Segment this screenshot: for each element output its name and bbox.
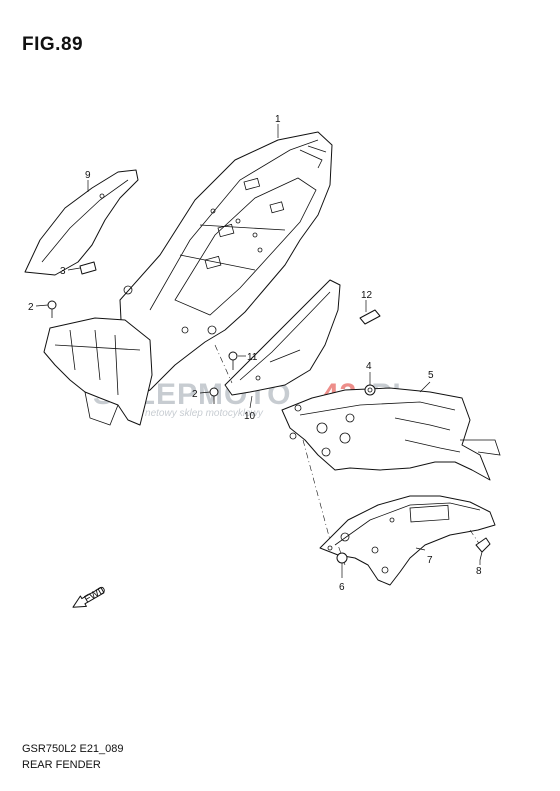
- callout-6: 6: [339, 582, 345, 593]
- callout-3: 3: [60, 266, 66, 277]
- part-2-screw-left: [47, 300, 57, 310]
- fwd-label: FWD: [83, 584, 108, 605]
- callout-labels: 1 9 3 2 2 11 4 12 5 7 6 8 10: [28, 114, 482, 593]
- callout-5: 5: [428, 370, 434, 381]
- callout-2-left: 2: [28, 302, 34, 313]
- callout-9: 9: [85, 170, 91, 181]
- callout-11: 11: [247, 352, 258, 363]
- small-parts: [47, 261, 491, 564]
- callout-7: 7: [427, 555, 433, 566]
- part-8-clip: [475, 537, 491, 553]
- fwd-direction-arrow: FWD: [72, 584, 108, 608]
- callout-1: 1: [275, 114, 281, 125]
- callout-8: 8: [476, 566, 482, 577]
- part-6-grommet: [336, 552, 348, 564]
- watermark-tagline: Internetowy sklep motocyklowy: [125, 408, 264, 419]
- model-code: GSR750L2 E21_089: [22, 743, 124, 755]
- part-2-screw-right: [209, 387, 219, 397]
- part-left-side-cover: [24, 169, 139, 276]
- figure-title: FIG.89: [22, 34, 84, 55]
- callout-4: 4: [366, 361, 372, 372]
- part-lower-fender-section: [43, 317, 153, 426]
- leader-lines: [35, 124, 481, 578]
- callout-10: 10: [244, 411, 256, 422]
- part-4-grommet: [364, 384, 376, 396]
- callout-2-right: 2: [192, 389, 198, 400]
- part-license-plate-bracket: [319, 495, 496, 586]
- part-3-clip: [79, 261, 97, 275]
- part-right-side-cover: [224, 279, 341, 396]
- part-11-screw: [228, 351, 238, 361]
- part-12-cushion: [359, 309, 381, 325]
- section-title: REAR FENDER: [22, 759, 101, 771]
- callout-12: 12: [361, 290, 373, 301]
- part-rear-fender-bracket: [281, 387, 501, 481]
